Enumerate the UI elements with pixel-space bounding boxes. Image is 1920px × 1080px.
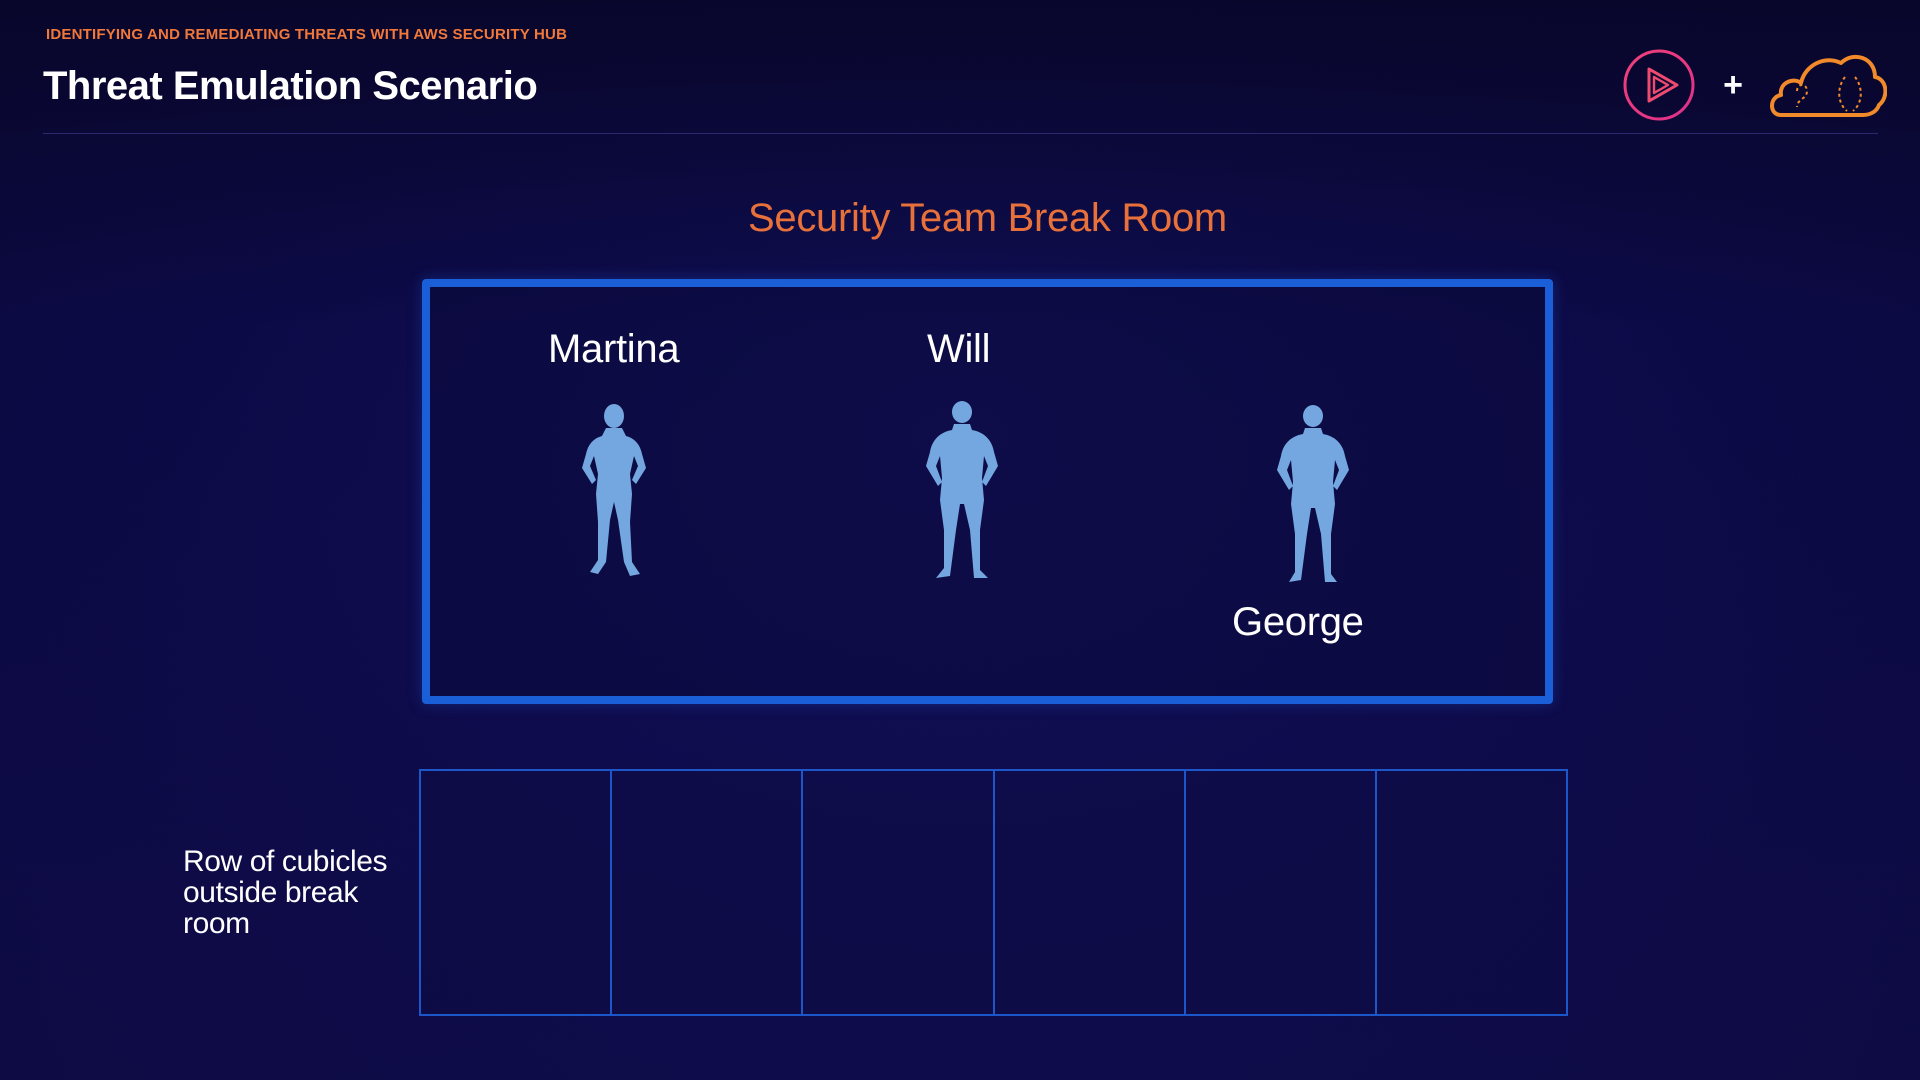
person-name-will: Will — [927, 327, 991, 371]
page-title: Threat Emulation Scenario — [43, 64, 538, 108]
cubicle — [801, 769, 995, 1016]
cubicle — [1183, 769, 1377, 1016]
cubicle — [992, 769, 1186, 1016]
cloud-guru-logo-icon — [1770, 54, 1887, 117]
course-kicker: IDENTIFYING AND REMEDIATING THREATS WITH… — [46, 26, 568, 43]
person-name-martina: Martina — [548, 327, 680, 371]
cubicle-row-label: Row of cubicles outside break room — [183, 845, 388, 940]
header-divider — [43, 133, 1878, 134]
person-male-icon — [926, 401, 998, 578]
cubicle — [419, 769, 613, 1016]
logo-group: + — [1621, 40, 1887, 130]
play-logo-icon — [1623, 49, 1695, 121]
person-name-george: George — [1232, 600, 1364, 644]
logo-separator: + — [1723, 66, 1743, 104]
cubicle-row — [419, 769, 1569, 1016]
cubicle — [1374, 769, 1569, 1016]
person-female-icon — [582, 404, 646, 576]
room-title: Security Team Break Room — [748, 196, 1227, 240]
cubicle — [610, 769, 804, 1016]
person-male-icon — [1277, 405, 1349, 582]
